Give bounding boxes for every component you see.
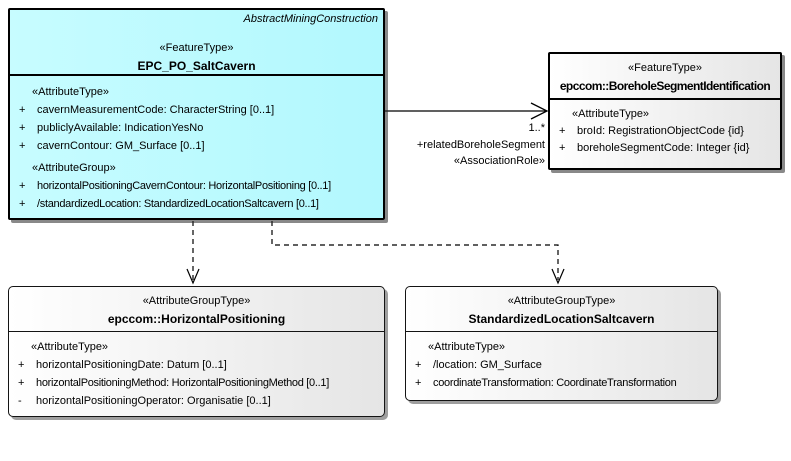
class-stereotype: «FeatureType» (628, 62, 702, 74)
attribute-row: + /location: GM_Surface (406, 356, 717, 374)
class-stereotype: «AttributeGroupType» (507, 295, 616, 307)
attribute-row: + boreholeSegmentCode: Integer {id} (550, 140, 780, 157)
attribute-section-header: «AttributeType» (572, 108, 650, 120)
association-stereotype: «AssociationRole» (453, 155, 545, 167)
attribute-row: + coordinateTransformation: CoordinateTr… (406, 374, 717, 392)
visibility-marker: + (415, 377, 422, 389)
parent-classifier-label: AbstractMiningConstruction (243, 13, 378, 25)
attribute-row: + cavernContour: GM_Surface [0..1] (10, 137, 383, 155)
visibility-marker: + (559, 125, 566, 137)
visibility-marker: + (19, 180, 26, 192)
visibility-marker: - (18, 395, 22, 407)
class-attributes-compartment: «AttributeType» + horizontalPositioningD… (9, 332, 384, 410)
dependency-connector-standardized-location (271, 221, 565, 285)
attribute-text: /location: GM_Surface (433, 359, 542, 371)
attribute-text: horizontalPositioningCavernContour: Hori… (37, 180, 331, 192)
class-title-compartment: «AttributeGroupType» epccom::HorizontalP… (9, 287, 384, 332)
attribute-section-header: «AttributeType» (31, 341, 109, 353)
association-multiplicity: 1..* (528, 122, 545, 134)
attribute-text: cavernContour: GM_Surface [0..1] (37, 140, 205, 152)
visibility-marker: + (19, 198, 26, 210)
attribute-text: horizontalPositioningDate: Datum [0..1] (36, 359, 227, 371)
class-title-compartment: AbstractMiningConstruction «FeatureType»… (10, 10, 383, 76)
attribute-text: /standardizedLocation: StandardizedLocat… (37, 198, 319, 210)
dependency-connector-horizontal-positioning (186, 221, 200, 285)
class-attributes-compartment: «AttributeType» + cavernMeasurementCode:… (10, 76, 383, 213)
class-attributes-compartment: «AttributeType» + broId: RegistrationObj… (550, 100, 780, 157)
class-box-borehole-segment-identification[interactable]: «FeatureType» epccom::BoreholeSegmentIde… (548, 52, 782, 170)
visibility-marker: + (559, 142, 566, 154)
visibility-marker: + (415, 359, 422, 371)
visibility-marker: + (18, 359, 25, 371)
attribute-row: + /standardizedLocation: StandardizedLoc… (10, 195, 383, 213)
attribute-text: horizontalPositioningOperator: Organisat… (36, 395, 271, 407)
visibility-marker: + (19, 122, 26, 134)
visibility-marker: + (19, 104, 26, 116)
class-box-horizontal-positioning[interactable]: «AttributeGroupType» epccom::HorizontalP… (8, 286, 385, 417)
class-name: StandardizedLocationSaltcavern (468, 312, 655, 326)
attribute-text: cavernMeasurementCode: CharacterString [… (37, 104, 275, 116)
visibility-marker: + (18, 377, 25, 389)
association-connector-related-borehole-segment (385, 102, 549, 120)
class-stereotype: «FeatureType» (159, 42, 234, 54)
class-title-compartment: «FeatureType» epccom::BoreholeSegmentIde… (550, 54, 780, 100)
attribute-row: + publiclyAvailable: IndicationYesNo (10, 119, 383, 137)
attribute-section-header: «AttributeGroup» (32, 162, 116, 174)
attribute-text: coordinateTransformation: CoordinateTran… (433, 377, 677, 389)
open-arrowhead-icon (551, 268, 565, 285)
association-role-name: +relatedBoreholeSegment (416, 138, 545, 151)
class-box-standardized-location-saltcavern[interactable]: «AttributeGroupType» StandardizedLocatio… (405, 286, 718, 401)
class-stereotype: «AttributeGroupType» (142, 295, 251, 307)
attribute-row: + broId: RegistrationObjectCode {id} (550, 123, 780, 140)
attribute-text: boreholeSegmentCode: Integer {id} (577, 142, 750, 154)
class-name: epccom::BoreholeSegmentIdentification (559, 79, 771, 93)
association-labels: 1..* +relatedBoreholeSegment «Associatio… (345, 120, 545, 170)
attribute-row: + horizontalPositioningCavernContour: Ho… (10, 177, 383, 195)
attribute-text: publiclyAvailable: IndicationYesNo (37, 122, 204, 134)
visibility-marker: + (19, 140, 26, 152)
class-title-compartment: «AttributeGroupType» StandardizedLocatio… (406, 287, 717, 332)
attribute-text: broId: RegistrationObjectCode {id} (577, 125, 744, 137)
attribute-row: + horizontalPositioningMethod: Horizonta… (9, 374, 384, 392)
attribute-row: - horizontalPositioningOperator: Organis… (9, 392, 384, 410)
class-attributes-compartment: «AttributeType» + /location: GM_Surface … (406, 332, 717, 392)
class-name: epccom::HorizontalPositioning (107, 312, 286, 326)
attribute-text: horizontalPositioningMethod: HorizontalP… (36, 377, 329, 389)
open-arrowhead-icon (530, 102, 549, 120)
class-name: EPC_PO_SaltCavern (137, 59, 256, 73)
attribute-row: + cavernMeasurementCode: CharacterString… (10, 101, 383, 119)
attribute-section-header: «AttributeType» (428, 341, 506, 353)
attribute-section-header: «AttributeType» (32, 86, 110, 98)
attribute-row: + horizontalPositioningDate: Datum [0..1… (9, 356, 384, 374)
open-arrowhead-icon (186, 268, 200, 285)
class-box-epc-po-saltcavern[interactable]: AbstractMiningConstruction «FeatureType»… (8, 8, 385, 220)
